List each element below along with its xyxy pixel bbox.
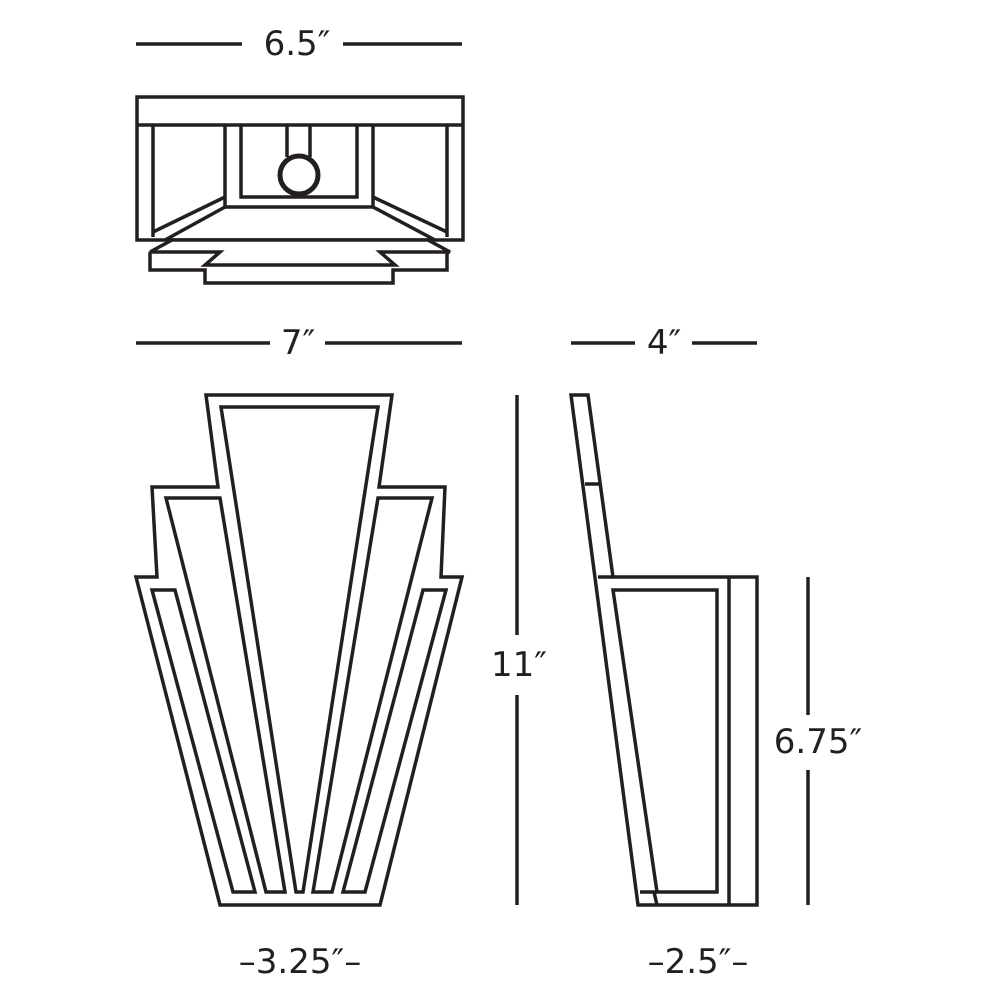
- front-view: [133, 393, 465, 907]
- dim-box-height: 6.75″: [769, 722, 867, 762]
- dim-bottom-width: –3.25″–: [234, 942, 366, 982]
- mount-circle: [277, 153, 321, 197]
- side-view: [569, 393, 759, 907]
- dim-top-width: 6.5″: [259, 24, 335, 64]
- dim-front-width: 7″: [276, 323, 320, 363]
- dim-side-depth: 4″: [642, 323, 686, 363]
- top-view: [135, 95, 465, 285]
- dim-height: 11″: [487, 645, 551, 685]
- dimension-lines: [136, 42, 810, 905]
- dim-box-depth: –2.5″–: [643, 942, 753, 982]
